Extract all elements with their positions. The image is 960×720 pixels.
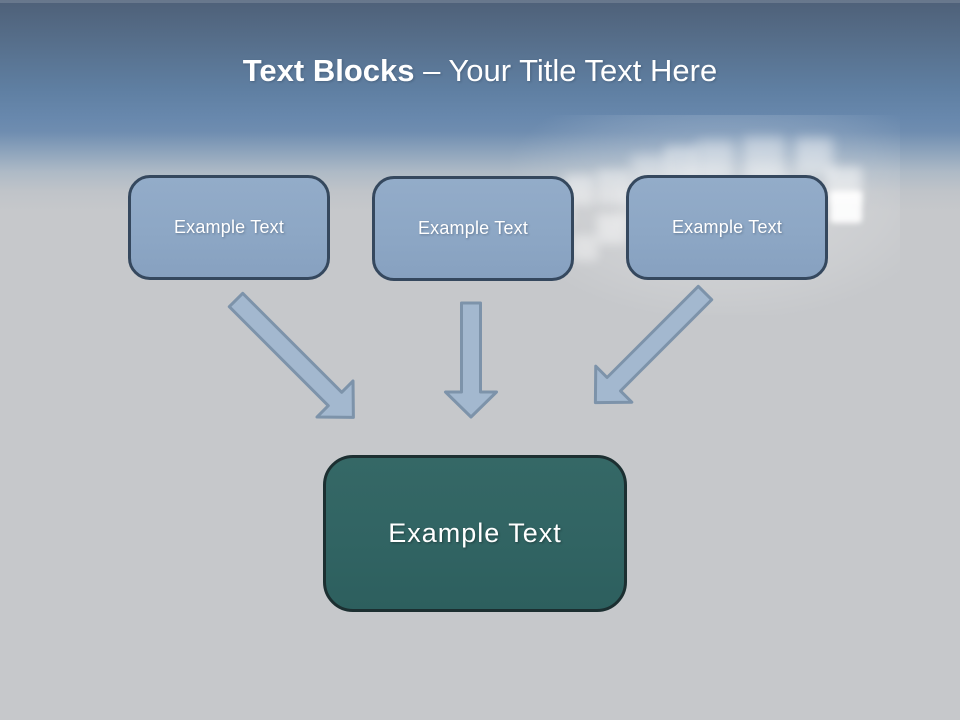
text-block-3-label: Example Text (671, 217, 783, 237)
text-block-1: Example Text (128, 175, 330, 280)
result-block: Example Text (323, 455, 627, 612)
slide-title: Text Blocks – Your Title Text Here (0, 50, 960, 92)
title-emphasis: Text Blocks (242, 53, 415, 88)
arrow-diagonal-down-left-icon (593, 284, 714, 405)
title-text: – Your Title Text Here (423, 53, 718, 88)
result-block-label: Example Text (388, 518, 562, 548)
text-block-3: Example Text (626, 175, 828, 280)
arrow-diagonal-down-right-icon (227, 291, 355, 419)
text-block-2: Example Text (372, 176, 574, 281)
text-block-2-label: Example Text (417, 218, 529, 238)
arrow-down-icon (444, 301, 498, 419)
text-block-1-label: Example Text (173, 217, 285, 237)
